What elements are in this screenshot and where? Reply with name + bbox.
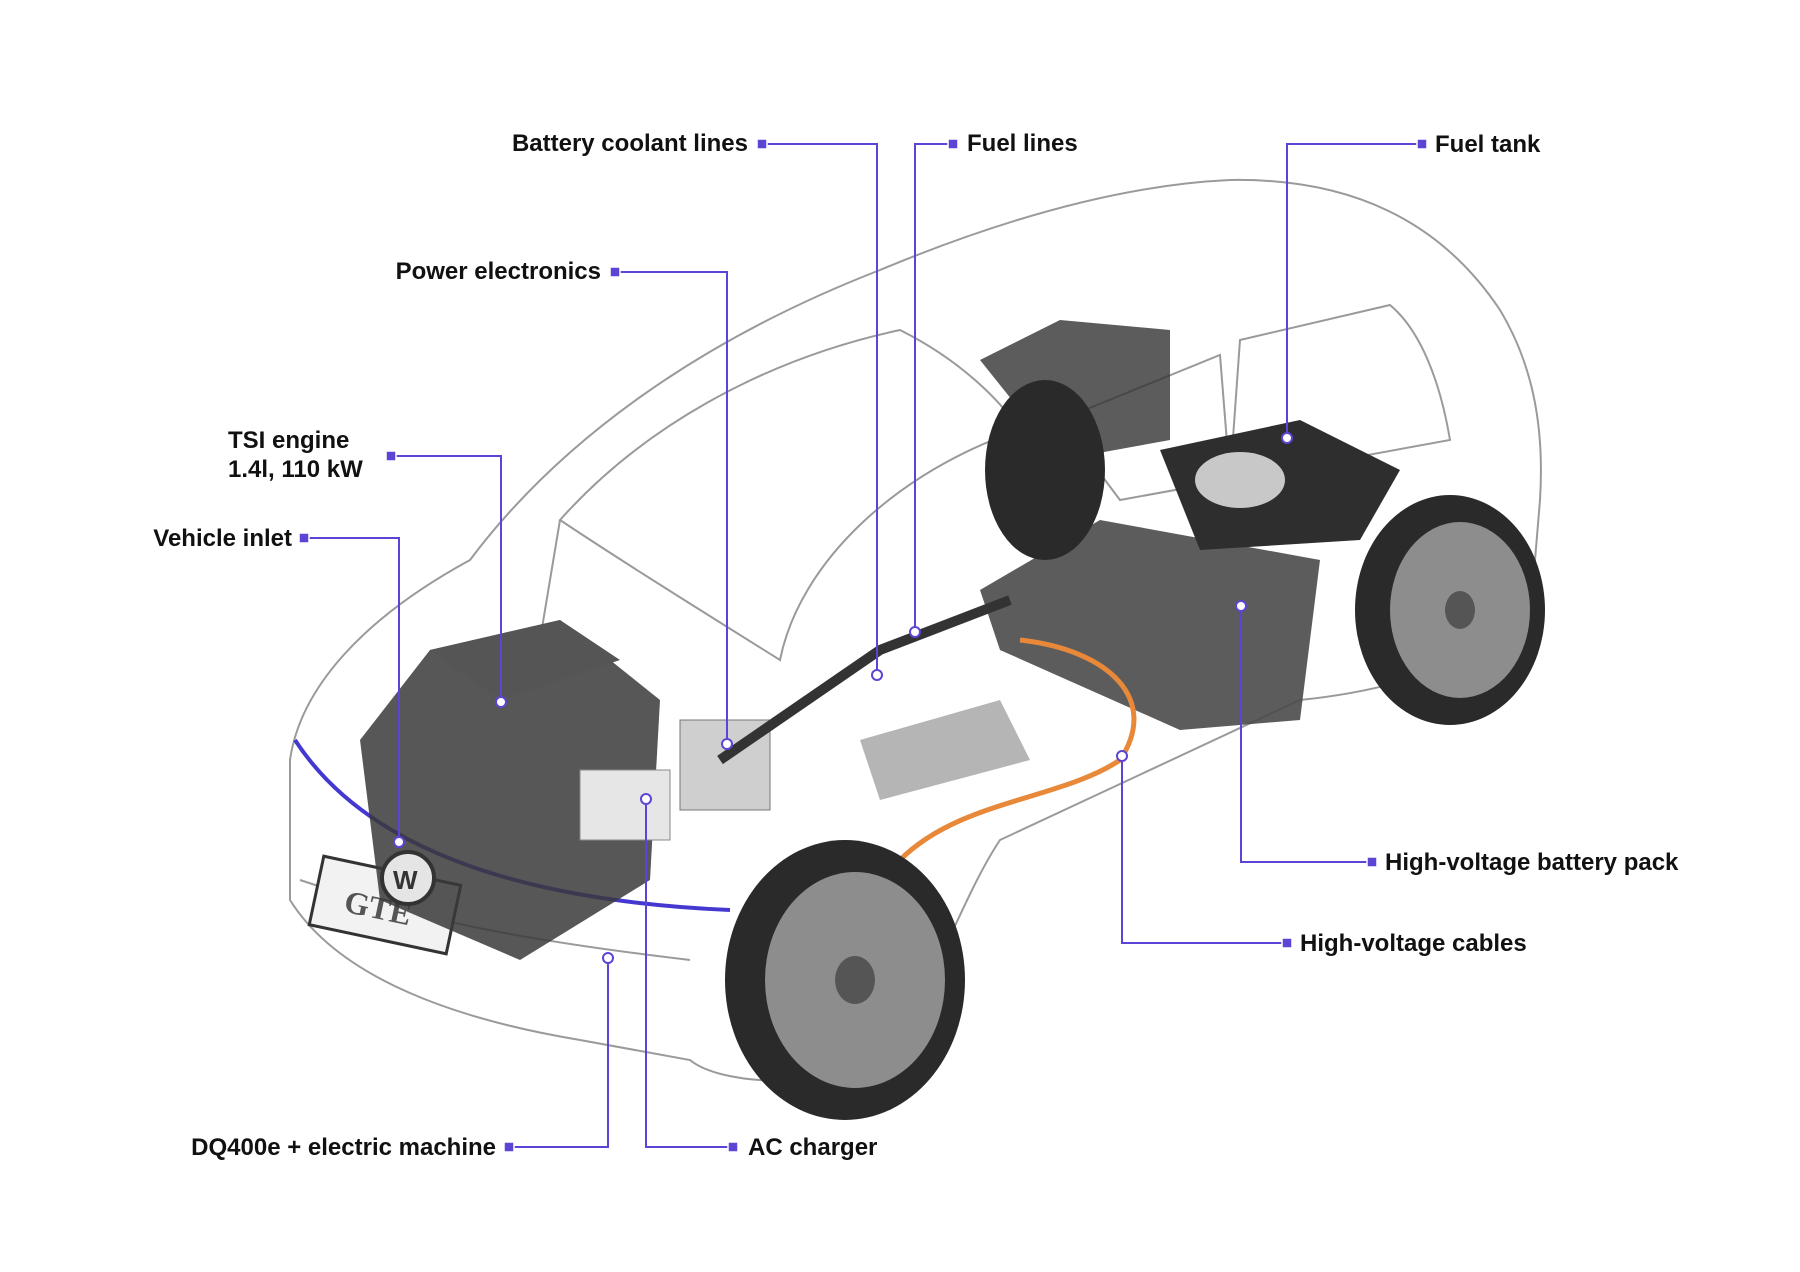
label-tsi-engine-line1: TSI engine xyxy=(228,427,350,454)
battery-and-rear xyxy=(717,320,1400,800)
leader-lines xyxy=(305,143,1421,1148)
ac-charger-unit xyxy=(579,769,671,841)
vw-logo: W xyxy=(380,850,436,906)
leader-markers xyxy=(298,138,1428,1153)
rear-wheel xyxy=(1355,495,1545,725)
exhaust-muffler xyxy=(860,700,1030,800)
label-battery-coolant-lines: Battery coolant lines xyxy=(511,130,748,157)
label-tsi-engine: TSI engine 1.4l, 110 kW xyxy=(228,426,363,484)
label-hv-battery-pack: High-voltage battery pack xyxy=(1385,849,1679,876)
label-ac-charger: AC charger xyxy=(748,1134,878,1161)
leader-endpoints xyxy=(393,432,1293,964)
svg-text:W: W xyxy=(393,865,418,895)
label-dq400e: DQ400e + electric machine xyxy=(191,1134,496,1161)
label-vehicle-inlet: Vehicle inlet xyxy=(153,525,292,552)
label-power-electronics: Power electronics xyxy=(395,258,601,285)
label-fuel-tank: Fuel tank xyxy=(1435,131,1541,158)
label-tsi-engine-line2: 1.4l, 110 kW xyxy=(228,456,363,483)
rear-left-wheel xyxy=(985,380,1105,560)
front-wheel xyxy=(725,840,965,1120)
label-hv-cables: High-voltage cables xyxy=(1300,930,1527,957)
label-fuel-lines: Fuel lines xyxy=(967,130,1078,157)
